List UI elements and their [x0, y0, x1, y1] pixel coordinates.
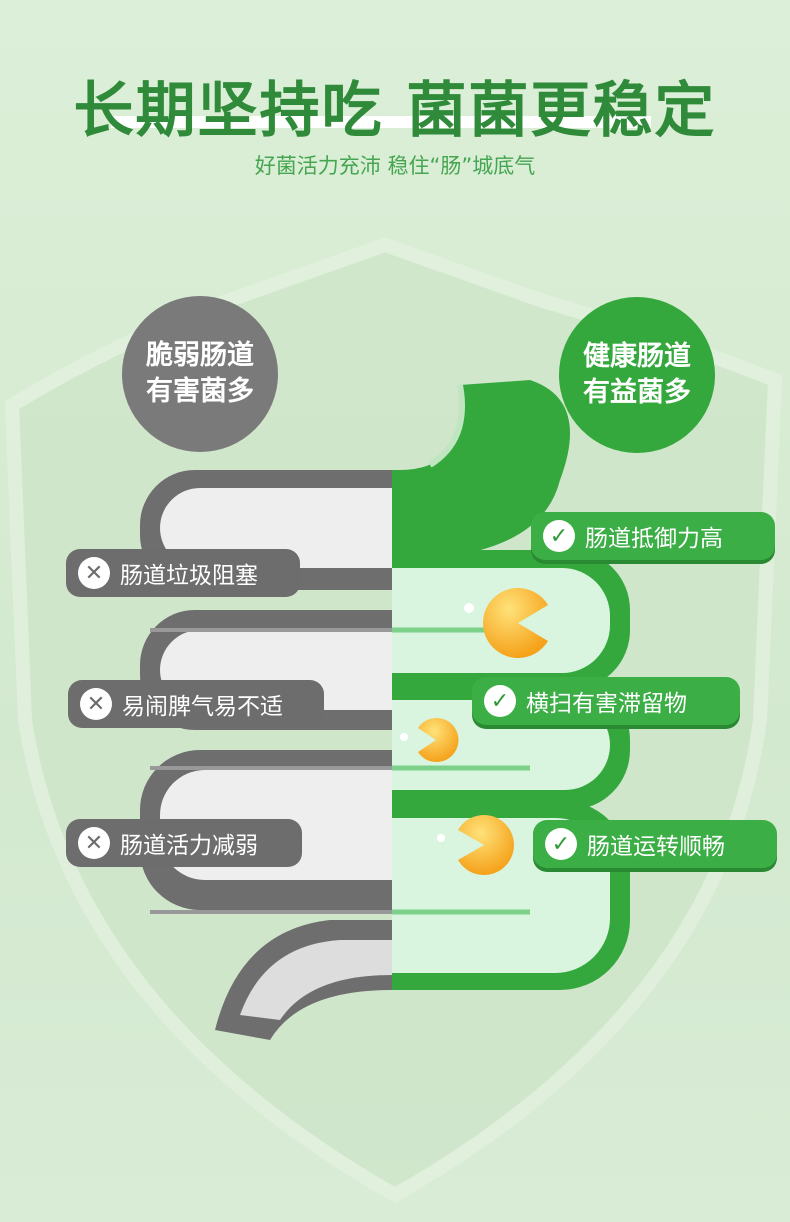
probiotic-pacman-1	[482, 588, 548, 658]
good-point: ✓ 肠道抵御力高	[531, 512, 775, 560]
healthy-intestine-badge: 健康肠道 有益菌多	[559, 297, 715, 453]
bad-point: ✕ 易闹脾气易不适	[68, 680, 324, 728]
badge-line: 健康肠道	[583, 341, 691, 372]
x-icon: ✕	[78, 557, 110, 589]
badge-line: 脆弱肠道	[146, 340, 254, 371]
badge-line: 有益菌多	[583, 377, 691, 408]
good-point-label: 肠道运转顺畅	[587, 834, 725, 860]
good-point: ✓ 横扫有害滞留物	[472, 677, 740, 725]
check-icon: ✓	[543, 520, 575, 552]
title-underline	[111, 116, 651, 128]
good-point: ✓ 肠道运转顺畅	[533, 820, 777, 868]
bad-point: ✕ 肠道活力减弱	[66, 819, 302, 867]
page-title: 长期坚持吃 菌菌更稳定	[73, 76, 717, 146]
good-point-label: 肠道抵御力高	[585, 526, 723, 552]
page-subtitle: 好菌活力充沛 稳住“肠”城底气	[254, 154, 536, 178]
probiotic-pacman-2	[418, 718, 459, 763]
bad-point-label: 易闹脾气易不适	[122, 694, 283, 720]
bad-point-label: 肠道活力减弱	[120, 833, 258, 859]
x-icon: ✕	[78, 827, 110, 859]
x-icon: ✕	[80, 688, 112, 720]
probiotic-pacman-3	[458, 815, 514, 875]
check-icon: ✓	[545, 828, 577, 860]
bad-point-label: 肠道垃圾阻塞	[120, 563, 258, 589]
bad-point: ✕ 肠道垃圾阻塞	[66, 549, 300, 597]
badge-line: 有害菌多	[146, 376, 254, 407]
check-icon: ✓	[484, 685, 516, 717]
fragile-intestine-badge: 脆弱肠道 有害菌多	[122, 296, 278, 452]
good-point-label: 横扫有害滞留物	[526, 691, 687, 717]
